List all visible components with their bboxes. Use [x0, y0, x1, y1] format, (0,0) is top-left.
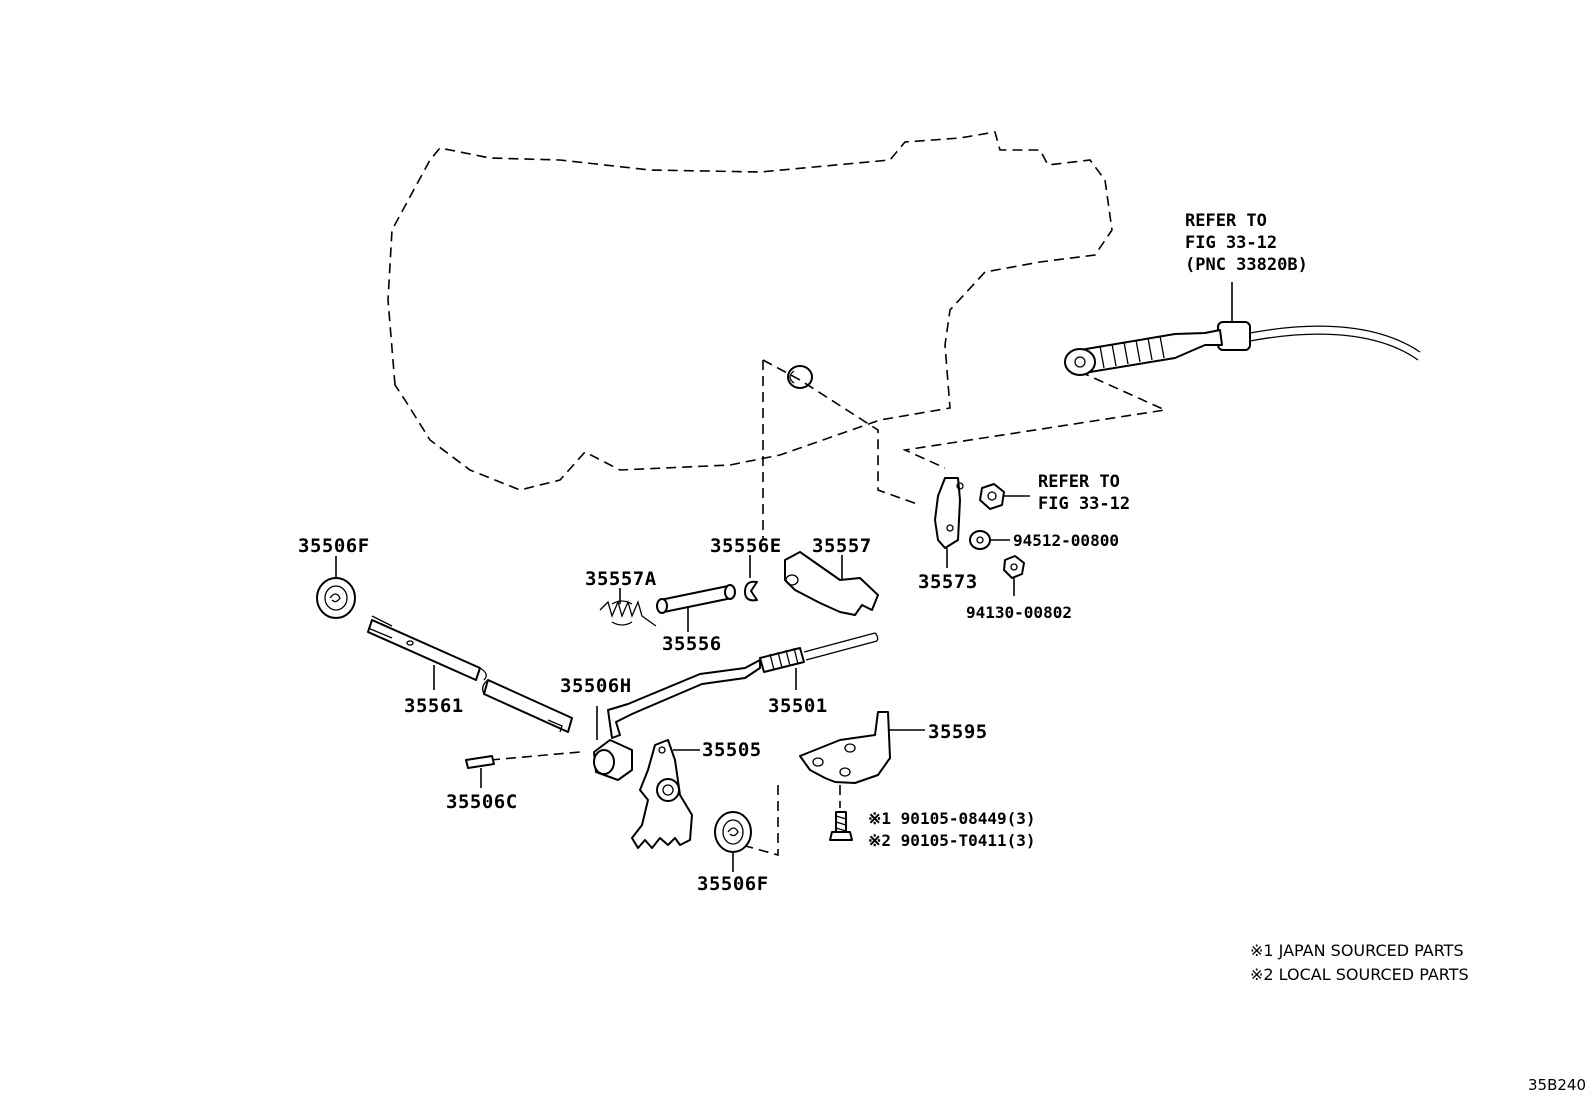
- label-35561: 35561: [404, 695, 464, 717]
- dashed-leader-cable-bracket: [902, 364, 1168, 469]
- label-35506F-top: 35506F: [298, 535, 370, 557]
- detent-lever-35557: [784, 551, 879, 616]
- nut-icon: [979, 483, 1005, 510]
- note-local-sourced: ※2 LOCAL SOURCED PARTS: [1250, 965, 1469, 984]
- washer-icon: [969, 530, 991, 550]
- control-rod-35501: [607, 632, 879, 739]
- label-35573: 35573: [918, 571, 978, 593]
- label-35501: 35501: [768, 695, 828, 717]
- note-japan-sourced: ※1 JAPAN SOURCED PARTS: [1250, 941, 1464, 960]
- cable-bracket-35573: [934, 477, 964, 549]
- label-35557: 35557: [812, 535, 872, 557]
- dashed-leader-pin-bushing: [489, 751, 581, 761]
- pin-35556: [656, 584, 736, 614]
- oil-seal-35506F-top: [316, 577, 356, 619]
- label-35506F-bottom: 35506F: [697, 873, 769, 895]
- label-35595: 35595: [928, 721, 988, 743]
- refer-cable-line1: REFER TO: [1185, 211, 1267, 231]
- label-94130-00802: 94130-00802: [966, 603, 1072, 622]
- diagram-code: 35B240: [1528, 1076, 1586, 1094]
- label-bolt-local: ※2 90105-T0411(3): [868, 831, 1036, 850]
- manual-valve-lever-35505: [631, 739, 693, 849]
- oil-seal-35506F-bottom: [714, 811, 752, 853]
- dashed-leader-plug-bracket: [762, 359, 921, 506]
- refer-cable-line3: (PNC 33820B): [1185, 255, 1308, 275]
- label-35556: 35556: [662, 633, 722, 655]
- label-35506H: 35506H: [560, 675, 632, 697]
- label-35556E: 35556E: [710, 535, 782, 557]
- label-35505: 35505: [702, 739, 762, 761]
- bushing-35506H: [593, 739, 633, 781]
- refer-nut-line1: REFER TO: [1038, 472, 1120, 492]
- plate-35595: [799, 711, 891, 784]
- shift-shaft-35561: [367, 615, 573, 733]
- dashed-leader-bottom: [741, 785, 779, 857]
- refer-cable-line2: FIG 33-12: [1185, 233, 1277, 253]
- label-94512-00800: 94512-00800: [1013, 531, 1119, 550]
- label-35506C: 35506C: [446, 791, 518, 813]
- nut-94130-icon: [1003, 555, 1025, 579]
- transmission-outline: [387, 131, 1113, 491]
- label-bolt-japan: ※1 90105-08449(3): [868, 809, 1036, 828]
- e-ring-35556E: [744, 580, 758, 602]
- shift-cable: [1064, 321, 1421, 376]
- plug-icon: [787, 365, 813, 389]
- label-35557A: 35557A: [585, 568, 657, 590]
- bolt-icon: [829, 811, 853, 841]
- pin-35506C: [465, 755, 495, 769]
- spring-35557A: [599, 600, 657, 627]
- refer-nut-line2: FIG 33-12: [1038, 494, 1130, 514]
